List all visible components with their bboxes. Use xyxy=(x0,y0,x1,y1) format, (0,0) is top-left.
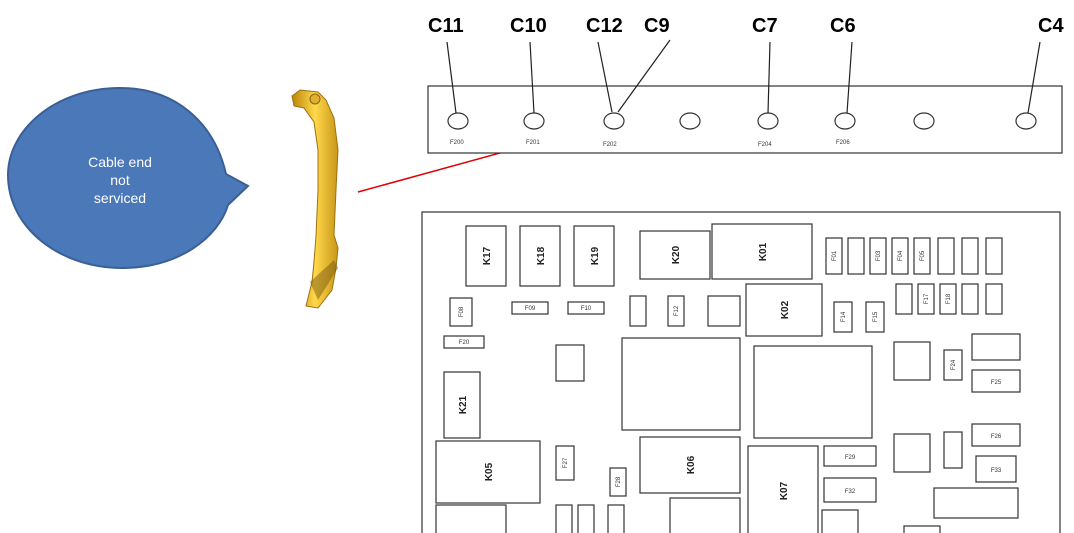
svg-text:F15: F15 xyxy=(873,311,879,322)
callout-line-1: Cable end xyxy=(88,154,152,170)
svg-text:K20: K20 xyxy=(671,245,682,264)
hole-spare-2 xyxy=(913,112,935,130)
svg-text:K05: K05 xyxy=(484,462,495,481)
relay-k21 xyxy=(443,371,481,439)
hole-spare-1 xyxy=(679,112,701,130)
svg-text:F25: F25 xyxy=(991,380,1002,386)
relay-k07 xyxy=(747,445,819,533)
svg-text:F17: F17 xyxy=(924,293,930,304)
relay-k05 xyxy=(435,440,541,504)
relay-k17 xyxy=(465,225,507,287)
label-f206: F206 xyxy=(836,140,850,146)
svg-text:F14: F14 xyxy=(841,311,847,322)
svg-text:F04: F04 xyxy=(898,250,904,261)
svg-text:F26: F26 xyxy=(991,434,1002,440)
label-c10: C10 xyxy=(510,15,547,37)
svg-text:F33: F33 xyxy=(991,468,1002,474)
connector-holes xyxy=(447,112,1037,130)
callout-line-2: not xyxy=(110,172,130,188)
svg-text:K19: K19 xyxy=(590,246,601,265)
label-c12: C12 xyxy=(586,15,623,37)
relay-k19 xyxy=(573,225,615,287)
fuses-vertical: F01 F03 F04 F05 F08 F12 F14 F15 F17 F18 … xyxy=(449,237,1003,533)
fuse-bar-labels: F200 F201 F202 F204 F206 xyxy=(450,140,850,148)
relay-k02 xyxy=(745,283,823,337)
label-f202: F202 xyxy=(603,142,617,148)
label-c7: C7 xyxy=(752,15,778,37)
relay-k18 xyxy=(519,225,561,287)
hole-c9 xyxy=(603,112,625,130)
label-c6: C6 xyxy=(830,15,856,37)
svg-text:F20: F20 xyxy=(459,340,470,346)
label-f201: F201 xyxy=(526,140,540,146)
svg-text:F09: F09 xyxy=(525,306,536,312)
cable-end-part xyxy=(291,89,339,309)
hole-c11 xyxy=(447,112,469,130)
svg-text:F10: F10 xyxy=(581,306,592,312)
svg-text:F12: F12 xyxy=(674,305,680,316)
relay-k01 xyxy=(711,223,813,280)
svg-text:F24: F24 xyxy=(951,359,957,370)
svg-text:F32: F32 xyxy=(845,489,856,495)
fuses-horizontal: F09 F10 F20 F25 F26 F33 F29 F32 xyxy=(443,301,1021,503)
relays: K17 K18 K19 K20 K01 K02 K21 K05 K06 K07 xyxy=(435,223,823,533)
svg-text:K01: K01 xyxy=(758,242,769,261)
svg-text:K02: K02 xyxy=(780,300,791,319)
svg-text:F28: F28 xyxy=(616,476,622,487)
relay-k06 xyxy=(639,436,741,494)
svg-text:K07: K07 xyxy=(779,481,790,500)
callout-line-3: serviced xyxy=(94,190,146,206)
label-f200: F200 xyxy=(450,140,464,146)
label-c11: C11 xyxy=(428,15,464,37)
svg-text:F18: F18 xyxy=(946,293,952,304)
svg-text:F08: F08 xyxy=(459,306,465,317)
svg-text:F29: F29 xyxy=(845,455,856,461)
large-blocks xyxy=(435,333,1021,533)
svg-text:F05: F05 xyxy=(920,250,926,261)
svg-text:F01: F01 xyxy=(832,250,838,261)
hole-c4 xyxy=(1015,112,1037,130)
svg-text:F03: F03 xyxy=(876,250,882,261)
svg-text:K21: K21 xyxy=(458,395,469,414)
svg-text:F27: F27 xyxy=(563,457,569,468)
relay-k20 xyxy=(639,230,711,280)
hole-c10 xyxy=(523,112,545,130)
label-c4: C4 xyxy=(1038,15,1064,37)
hole-c6 xyxy=(834,112,856,130)
callout-bubble: Cable end not serviced xyxy=(6,86,250,270)
hole-c7 xyxy=(757,112,779,130)
connector-labels: C11 C10 C12 C9 C7 C6 C4 xyxy=(428,15,1064,37)
label-c9: C9 xyxy=(644,15,670,37)
connector-bar xyxy=(427,85,1063,154)
svg-text:K18: K18 xyxy=(536,246,547,265)
svg-text:K17: K17 xyxy=(482,246,493,265)
svg-text:K06: K06 xyxy=(686,455,697,474)
leader-lines xyxy=(446,39,1041,114)
label-f204: F204 xyxy=(758,142,772,148)
